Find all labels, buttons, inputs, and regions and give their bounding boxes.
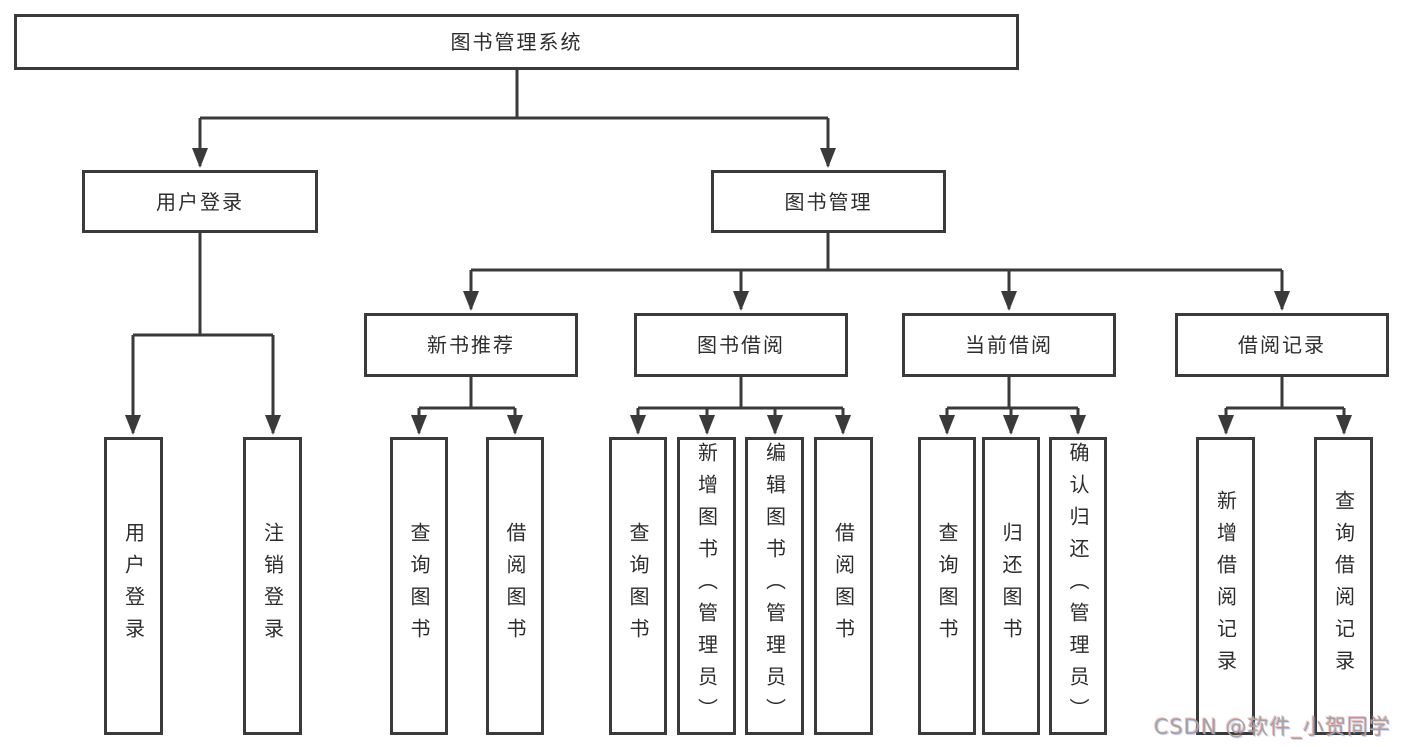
connector-book-borrow-branch: [630, 377, 851, 435]
leaf-query-books-1: 查询图书: [390, 437, 448, 735]
leaf-logout: 注销登录: [243, 437, 302, 735]
leaf-query-books-2: 查询图书: [609, 437, 667, 735]
node-user-login: 用户登录: [82, 170, 318, 233]
connector-current-borrow-branch: [939, 377, 1086, 435]
leaf-user-login: 用户登录: [104, 437, 163, 735]
connector-user-login-branch: [125, 233, 281, 435]
node-current-borrow: 当前借阅: [902, 313, 1116, 377]
leaf-borrow-books-2: 借阅图书: [814, 437, 873, 735]
leaf-add-borrow-record: 新增借阅记录: [1196, 437, 1255, 735]
node-new-book-recommend: 新书推荐: [364, 313, 578, 377]
connector-borrow-record-branch: [1218, 377, 1352, 435]
connector-root-to-level2: [192, 70, 836, 168]
leaf-add-book-admin: 新增图书（管理员）: [677, 437, 736, 735]
leaf-edit-book-admin: 编辑图书（管理员）: [745, 437, 804, 735]
node-root-library-system: 图书管理系统: [14, 14, 1019, 70]
node-borrow-record: 借阅记录: [1175, 313, 1389, 377]
leaf-return-book: 归还图书: [982, 437, 1040, 735]
node-book-management: 图书管理: [711, 170, 946, 233]
node-book-borrow: 图书借阅: [634, 313, 848, 377]
connector-new-book-branch: [411, 377, 523, 435]
leaf-query-borrow-record: 查询借阅记录: [1314, 437, 1373, 735]
leaf-query-books-3: 查询图书: [918, 437, 976, 735]
leaf-borrow-books-1: 借阅图书: [486, 437, 544, 735]
csdn-watermark: CSDN @软件_小贺同学: [1153, 715, 1391, 739]
leaf-confirm-return-admin: 确认归还（管理员）: [1049, 437, 1107, 735]
connector-book-mgmt-to-level3: [463, 233, 1290, 311]
